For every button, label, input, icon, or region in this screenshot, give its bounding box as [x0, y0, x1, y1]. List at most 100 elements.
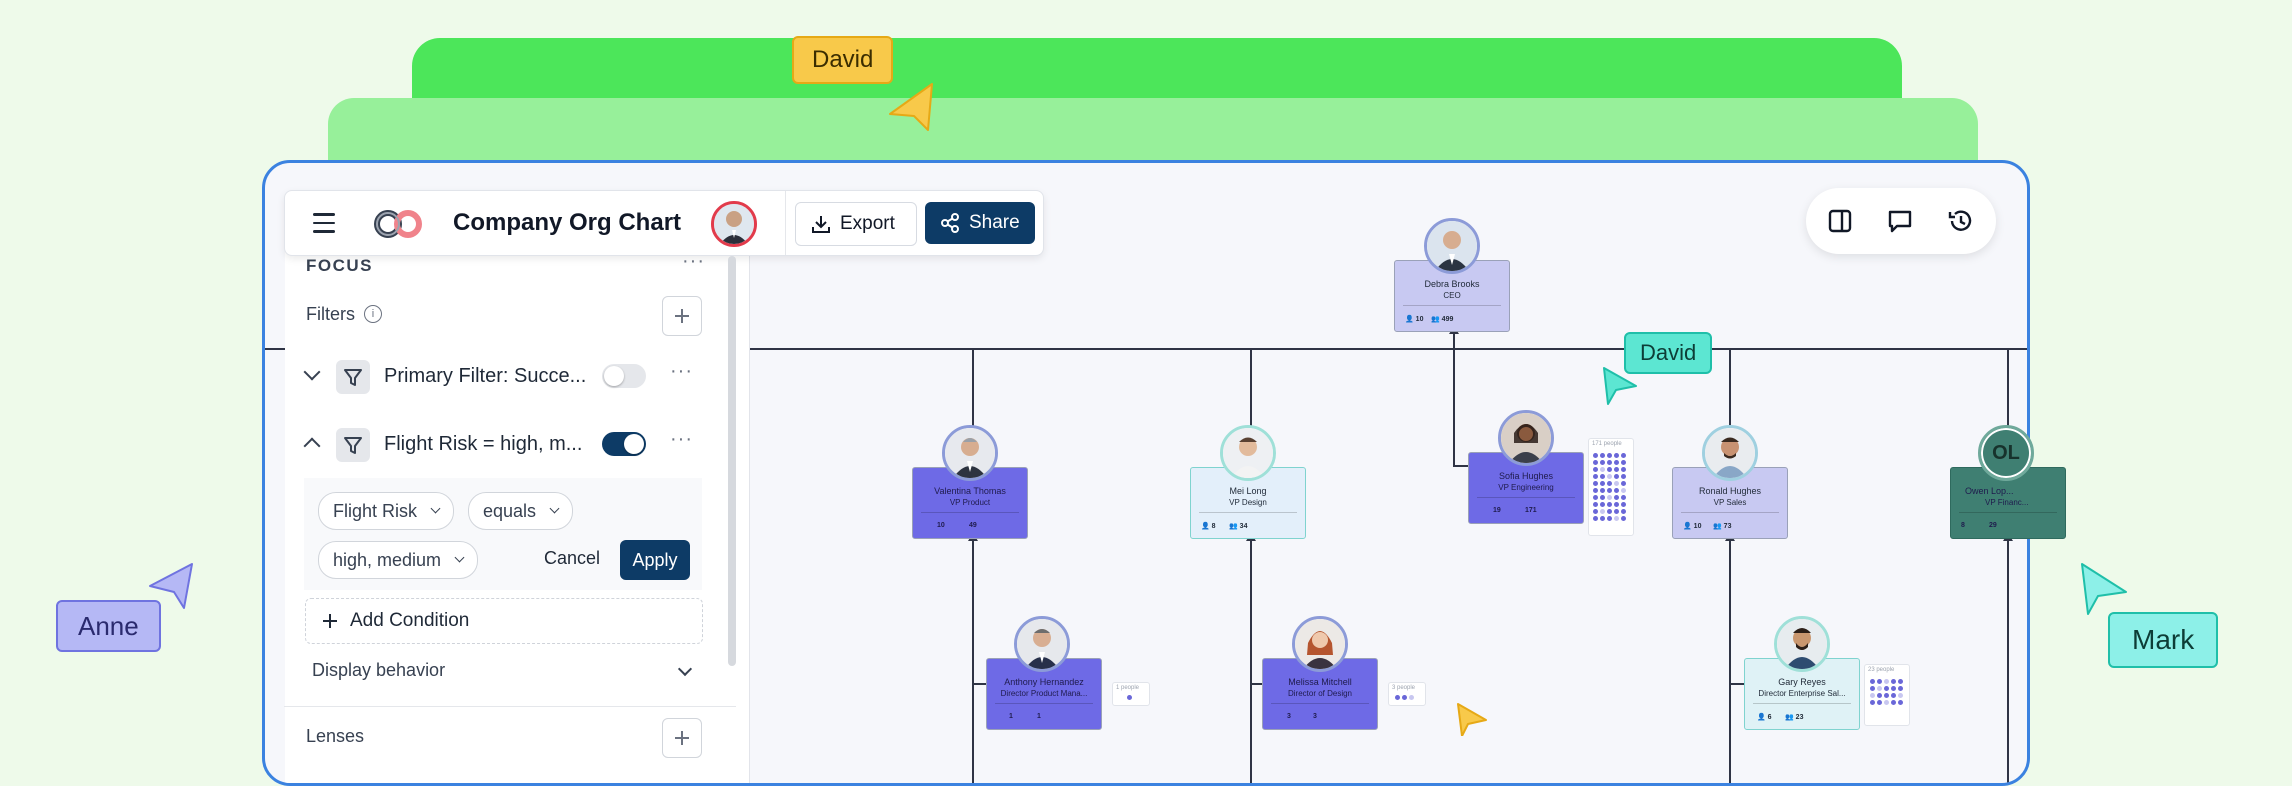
export-button[interactable]: Export — [795, 202, 917, 246]
people-preview[interactable]: 171 people — [1588, 438, 1634, 536]
direct-reports-count: 1 — [1009, 713, 1013, 720]
share-button[interactable]: Share — [925, 202, 1035, 244]
org-card-director[interactable]: Melissa Mitchell Director of Design 3 3 — [1262, 658, 1378, 730]
comment-icon[interactable] — [1886, 207, 1914, 235]
total-reports-count: 171 — [1525, 507, 1537, 514]
sidebar-scrollbar[interactable] — [728, 256, 736, 666]
avatar — [1498, 410, 1554, 466]
direct-reports-count: 3 — [1287, 713, 1291, 720]
total-reports-count: 49 — [969, 522, 977, 529]
people-preview[interactable]: 23 people — [1864, 664, 1910, 726]
share-icon — [941, 213, 959, 233]
info-icon[interactable]: i — [364, 305, 382, 323]
collaborator-cursor-label: David — [1624, 332, 1713, 374]
person-name: Melissa Mitchell — [1288, 677, 1352, 687]
person-role: CEO — [1443, 291, 1461, 300]
toolbar-divider — [785, 191, 786, 255]
cancel-button[interactable]: Cancel — [544, 548, 601, 568]
direct-reports-count: 👤 10 — [1683, 523, 1702, 530]
avatar — [942, 425, 998, 481]
person-name: Valentina Thomas — [934, 486, 1006, 496]
condition-operator-select[interactable]: equals — [468, 492, 574, 530]
person-role: VP Product — [949, 498, 991, 507]
org-connector-line — [1453, 348, 1455, 466]
cursor-arrow-icon — [1603, 367, 1637, 405]
org-connector-line — [972, 348, 974, 428]
total-reports-count: 👥 34 — [1229, 523, 1248, 530]
collaborator-cursor-label: Mark — [2108, 612, 2219, 668]
filter-toggle-off[interactable] — [602, 364, 646, 388]
direct-reports-count: 👤 10 — [1405, 316, 1424, 323]
person-role: VP Sales — [1713, 498, 1747, 507]
more-options-icon[interactable]: ··· — [670, 360, 693, 382]
page-title: Company Org Chart — [453, 209, 682, 236]
total-reports-count: 1 — [1037, 713, 1041, 720]
org-card-vp[interactable]: Owen Lop... VP Financ... 8 29 — [1950, 467, 2066, 539]
avatar — [1424, 218, 1480, 274]
hamburger-menu-icon[interactable] — [313, 213, 335, 233]
person-role: Director Enterprise Sal... — [1758, 689, 1846, 698]
app-logo — [371, 209, 429, 239]
avatar — [1292, 616, 1348, 672]
next-section-label: Lenses — [306, 726, 365, 746]
person-role: Director of Design — [1287, 689, 1353, 698]
add-filter-button[interactable] — [662, 296, 702, 336]
filters-label: Filters — [306, 304, 355, 324]
filter-row-primary[interactable]: Primary Filter: Succe... ··· — [300, 352, 704, 408]
add-condition-button[interactable]: Add Condition — [305, 598, 703, 644]
avatar-initials: OL — [1978, 425, 2034, 481]
people-preview[interactable]: 1 people — [1112, 682, 1150, 706]
filter-icon — [336, 428, 370, 462]
person-name: Gary Reyes — [1778, 677, 1826, 687]
display-behavior-label[interactable]: Display behavior — [312, 660, 446, 680]
collaborator-cursor-label: David — [792, 36, 894, 84]
total-reports-count: 29 — [1989, 522, 1997, 529]
person-name: Anthony Hernandez — [1004, 677, 1084, 687]
panel-toggle-icon[interactable] — [1826, 207, 1854, 235]
cursor-arrow-icon — [2081, 563, 2127, 615]
more-options-icon[interactable]: ··· — [670, 428, 693, 450]
cursor-arrow-icon — [149, 563, 193, 609]
user-avatar[interactable] — [711, 201, 757, 247]
apply-button[interactable]: Apply — [620, 540, 690, 580]
direct-reports-count: 8 — [1961, 522, 1965, 529]
direct-reports-count: 👤 6 — [1757, 714, 1772, 721]
filter-row-flight-risk[interactable]: Flight Risk = high, m... ··· — [300, 420, 704, 476]
chevron-down-icon[interactable] — [303, 363, 321, 381]
more-options-icon[interactable]: ··· — [682, 250, 705, 272]
person-name: Mei Long — [1229, 486, 1267, 496]
person-name: Ronald Hughes — [1698, 486, 1762, 496]
chevron-up-icon[interactable] — [303, 437, 321, 455]
cursor-arrow-icon — [1457, 703, 1487, 736]
org-connector-line — [972, 537, 974, 783]
total-reports-count: 👥 73 — [1713, 523, 1732, 530]
direct-reports-count: 10 — [937, 522, 945, 529]
avatar — [1220, 425, 1276, 481]
person-name: Owen Lop... — [1965, 486, 2014, 496]
org-connector-line — [1250, 348, 1252, 428]
filter-toggle-on[interactable] — [602, 432, 646, 456]
filter-label: Flight Risk = high, m... — [384, 433, 583, 455]
person-name: Debra Brooks — [1424, 279, 1480, 289]
total-reports-count: 3 — [1313, 713, 1317, 720]
condition-field-select[interactable]: Flight Risk — [318, 492, 455, 530]
filter-icon — [336, 360, 370, 394]
download-icon — [812, 216, 830, 233]
org-connector-line — [1453, 465, 1469, 467]
people-preview[interactable]: 3 people — [1388, 682, 1426, 706]
org-connector-line — [265, 348, 2027, 350]
history-icon[interactable] — [1946, 207, 1974, 235]
right-toolbar — [1806, 188, 1996, 254]
cursor-arrow-icon — [889, 83, 933, 131]
collaborator-cursor-label: Anne — [56, 600, 161, 652]
condition-value-select[interactable]: high, medium — [318, 541, 479, 579]
avatar — [1014, 616, 1070, 672]
total-reports-count: 👥 499 — [1431, 316, 1454, 323]
total-reports-count: 👥 23 — [1785, 714, 1804, 721]
add-lens-button[interactable] — [662, 718, 702, 758]
person-role: VP Design — [1229, 498, 1267, 507]
direct-reports-count: 19 — [1493, 507, 1501, 514]
filter-label: Primary Filter: Succe... — [384, 365, 587, 387]
org-connector-line — [2007, 348, 2009, 428]
top-toolbar: Company Org Chart Export Share — [284, 190, 1044, 256]
